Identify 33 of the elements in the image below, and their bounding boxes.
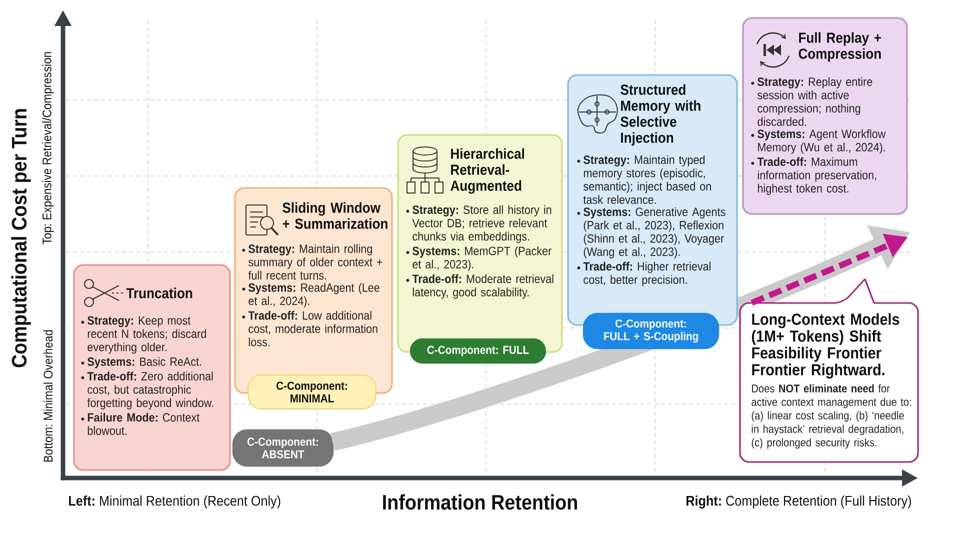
bullet-item: Strategy: Keep most recent N tokens; discard everything older. xyxy=(88,316,206,354)
bullet-item: Trade-off: Zero additional cost, but catastrophic forgetting beyond window. xyxy=(87,372,214,410)
bullet-item: Systems: Basic ReAct. xyxy=(88,357,202,368)
axis-title: Computational Cost per Turn xyxy=(11,109,31,368)
bullet-item: Trade-off: Higher retrieval cost, better precision. xyxy=(583,262,710,286)
bullet-item: Trade-off: Maximum information preservation, highest token cost. xyxy=(757,157,876,195)
axis-label: Top: Expensive Retrieval/Compression xyxy=(42,52,54,244)
badge: C-Component: ABSENT xyxy=(232,429,334,467)
bullet-item: Systems: Agent Workflow Memory (Wu et al., 2024). xyxy=(758,129,886,154)
callout-heading: Long-Context Models (1M+ Tokens) Shift Feasibility Frontier Frontier Rightward. xyxy=(752,313,900,379)
bullet-item: Strategy: Maintain typed memory stores (episodic, semantic); inject based on task relevance. xyxy=(583,155,711,204)
bullet-item: Trade-off: Low additional cost, moderate information loss. xyxy=(248,310,378,346)
card-title: Truncation xyxy=(126,288,192,298)
badge: C-Component: MINIMAL xyxy=(247,374,377,410)
axis-label: Bottom: Minimal Overhead xyxy=(43,330,53,462)
bullet-item: Trade-off: Moderate retrieval latency, good scalability. xyxy=(412,274,554,299)
bullet-item: Strategy: Maintain rolling summary of older context + full recent turns. xyxy=(248,244,382,280)
bullet-item: Systems: ReadAgent (Lee et al., 2024). xyxy=(248,283,380,308)
card-title: Hierarchical Retrieval-Augmented xyxy=(450,148,524,194)
callout-text: Does NOT eliminate need for active context management due to: (a) linear cost scaling, (b) ‘needle in haystack’ retrieval degradation, (c) prolonged security risks. xyxy=(752,384,911,449)
card-title: Structured Memory with Selective Injection xyxy=(620,84,700,146)
bullet-item: Systems: Generative Agents (Park et al., 2023), Reflexion (Shinn et al., 2023), Voyager (Wang et al., 2023). xyxy=(584,207,726,258)
bullet-item: Systems: MemGPT (Packer et al., 2023). xyxy=(412,246,552,271)
card-title: Full Replay + Compression xyxy=(798,32,881,62)
axis-label: Right: Complete Retention (Full History) xyxy=(686,495,911,509)
badge: C-Component: FULL xyxy=(410,338,546,364)
axis-title: Information Retention xyxy=(383,494,577,510)
bullet-item: Strategy: Replay entire session with active compression; nothing discarded. xyxy=(758,77,872,126)
card-title: Sliding Window + Summarization xyxy=(282,202,388,229)
axis-label: Left: Minimal Retention (Recent Only) xyxy=(69,495,280,509)
bullet-item: Failure Mode: Context blowout. xyxy=(88,412,200,435)
bullet-item: Strategy: Store all history in Vector DB; retrieve relevant chunks via embeddings. xyxy=(412,205,552,243)
badge: C-Component: FULL + S-Coupling xyxy=(582,312,720,350)
